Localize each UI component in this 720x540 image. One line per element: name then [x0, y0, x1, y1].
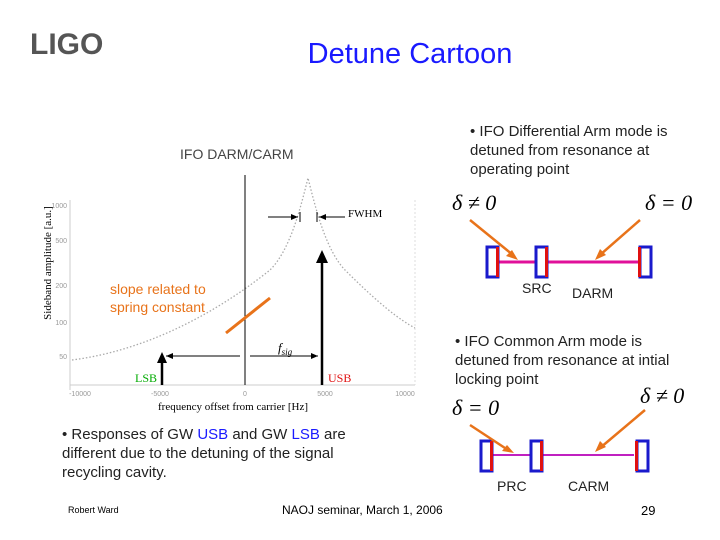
arrow-darm — [599, 219, 641, 256]
ytick-label: 200 — [55, 283, 67, 290]
xtick-label: -10000 — [69, 391, 91, 398]
arrowhead-prc — [502, 445, 514, 453]
coating-top-2 — [545, 247, 548, 277]
mirror-top-3 — [638, 245, 653, 279]
footer-venue: NAOJ seminar, March 1, 2006 — [282, 503, 443, 517]
coating-bottom-2 — [540, 441, 543, 471]
label-carm: CARM — [568, 478, 609, 494]
lsb-label: LSB — [135, 371, 158, 385]
fwhm-arrowhead-left — [291, 214, 298, 220]
label-src: SRC — [522, 280, 552, 296]
page-title: Detune Cartoon — [307, 38, 513, 70]
usb-label: USB — [328, 371, 352, 385]
coating-top-3 — [638, 247, 641, 277]
bullet-common: • IFO Common Arm mode is detuned from re… — [455, 333, 670, 388]
mirror-bottom-3 — [635, 439, 650, 473]
arrowhead-carm — [595, 441, 606, 452]
arrow-carm — [599, 409, 646, 449]
ytick-label: 500 — [55, 238, 67, 245]
arrow-src — [469, 219, 514, 256]
usb-arrowhead — [316, 250, 328, 263]
cavity-schematic: δ ≠ 0 δ = 0 SRC DARM δ = 0 δ ≠ 0 PRC CAR… — [452, 190, 692, 494]
lsb-arrowhead — [157, 352, 167, 363]
slope-arrow — [225, 296, 271, 335]
coating-bottom-1 — [490, 441, 493, 471]
resonance-curve — [71, 177, 416, 361]
usb-text: USB — [197, 426, 229, 443]
fsig-arrowhead-left — [166, 353, 173, 359]
xtick-label: 10000 — [395, 391, 415, 398]
ytick-label: 50 — [59, 354, 67, 361]
delta-label-top-left: δ ≠ 0 — [452, 190, 496, 215]
footer-author: Robert Ward — [68, 505, 119, 515]
slope-label: slope related to spring constant — [110, 281, 206, 315]
curve-label: IFO DARM/CARM — [180, 146, 294, 162]
fwhm-arrowhead-right — [319, 214, 326, 220]
xtick-label: 0 — [243, 391, 247, 398]
y-axis-label: Sideband amplitude [a.u.] — [42, 206, 54, 320]
ytick-label: 100 — [55, 320, 67, 327]
coating-top-1 — [496, 247, 499, 277]
ytick-label: 1000 — [51, 203, 67, 210]
coating-bottom-3 — [635, 441, 638, 471]
label-prc: PRC — [497, 478, 527, 494]
fwhm-label: FWHM — [348, 208, 382, 220]
bullet-responses: • Responses of GW USB and GW LSB are dif… — [62, 426, 346, 481]
arrow-prc — [469, 423, 509, 452]
bullet-differential: • IFO Differential Arm mode is detuned f… — [470, 123, 668, 178]
delta-label-top-right: δ = 0 — [645, 190, 692, 215]
page-number: 29 — [641, 503, 656, 518]
xtick-label: -5000 — [151, 391, 169, 398]
lsb-text: LSB — [291, 426, 320, 443]
delta-label-bottom-right: δ ≠ 0 — [640, 383, 684, 408]
sideband-plot: 1000 500 200 100 50 -10000 -5000 0 5000 … — [51, 175, 416, 398]
label-darm: DARM — [572, 285, 613, 301]
x-axis-label: frequency offset from carrier [Hz] — [158, 401, 309, 413]
xtick-label: 5000 — [317, 391, 333, 398]
fsig-arrowhead-right — [311, 353, 318, 359]
delta-label-bottom-left: δ = 0 — [452, 395, 499, 420]
logo-text: LIGO — [30, 28, 103, 61]
ligo-logo: LIGO — [30, 28, 103, 61]
fsig-label: fsig — [278, 340, 293, 357]
arrowhead-src — [506, 250, 518, 260]
arrowhead-darm — [595, 249, 606, 260]
